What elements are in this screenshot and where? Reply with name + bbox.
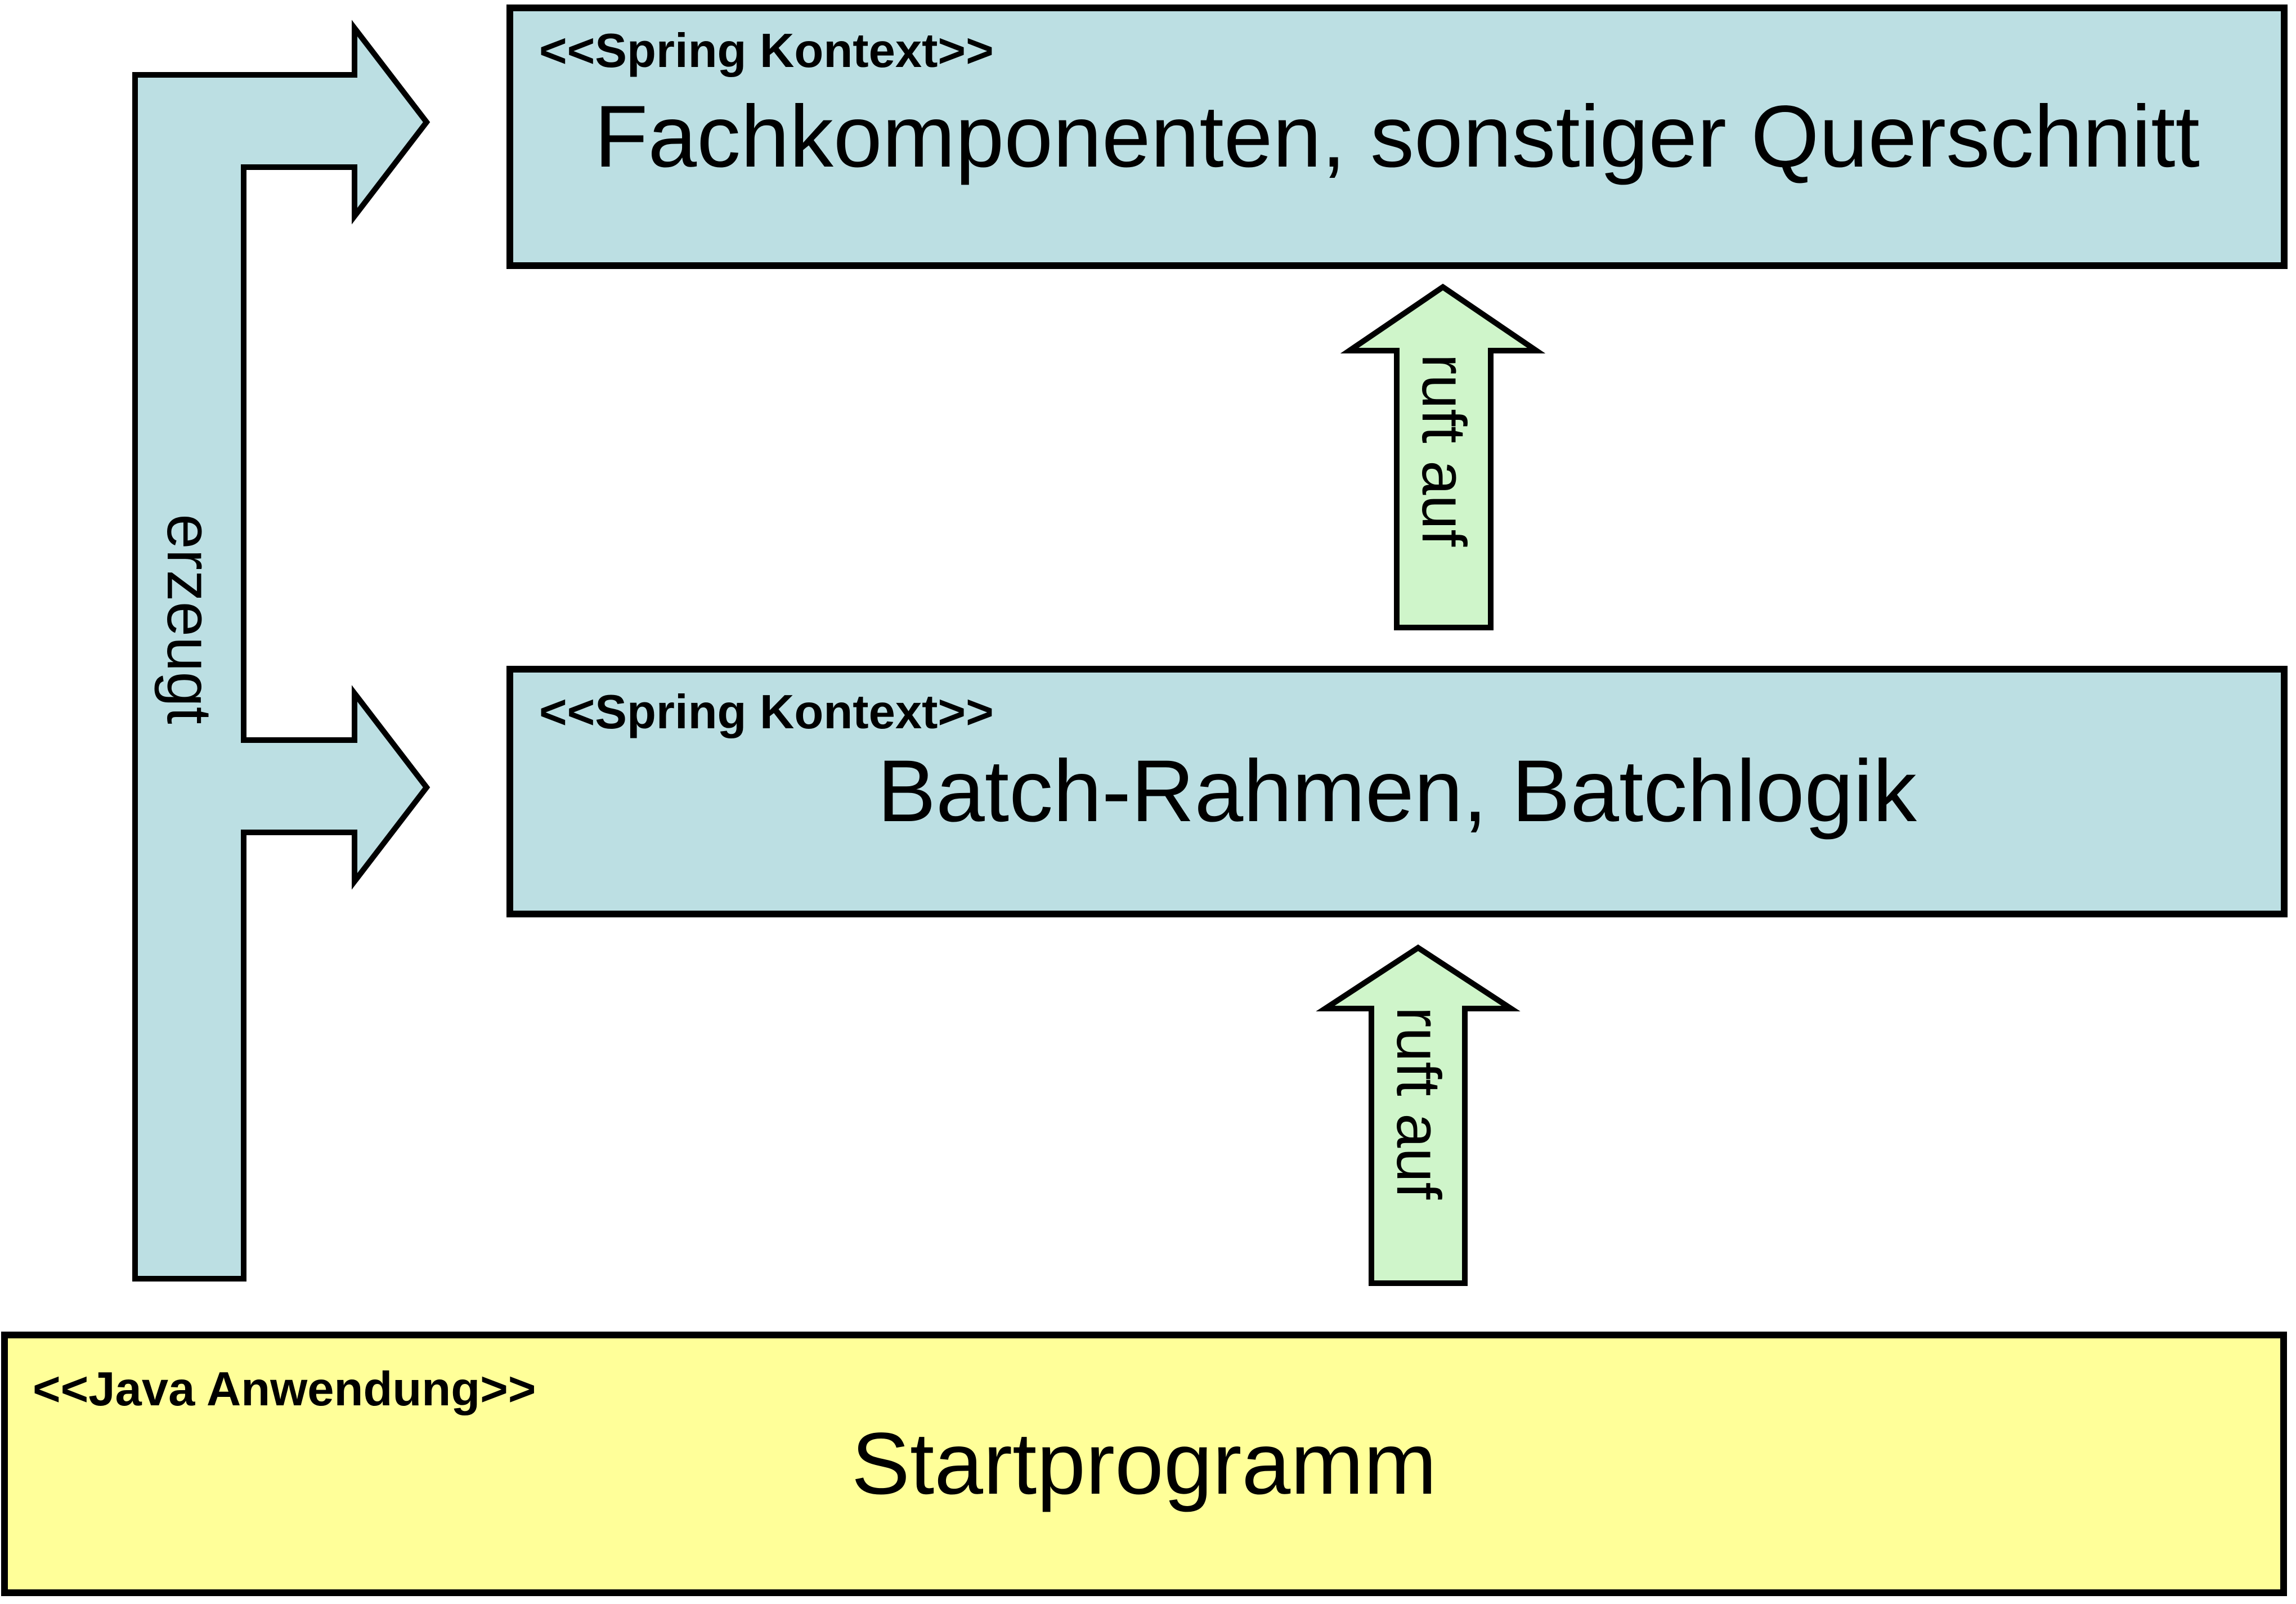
erzeugt-arrow-label: erzeugt <box>154 514 225 724</box>
box-title: Startprogramm <box>851 1414 1437 1513</box>
spring-kontext-batchrahmen-box: <<Spring Kontext>> Batch-Rahmen, Batchlo… <box>506 666 2288 917</box>
spring-kontext-fachkomponenten-box: <<Spring Kontext>> Fachkomponenten, sons… <box>506 5 2288 269</box>
ruft-auf-lower-arrow-icon <box>1316 944 1521 1286</box>
java-anwendung-startprogramm-box: <<Java Anwendung>> Startprogramm <box>1 1332 2287 1596</box>
box-title: Batch-Rahmen, Batchlogik <box>877 742 1917 840</box>
ruft-auf-upper-arrow-icon <box>1340 283 1546 630</box>
erzeugt-arrow-icon <box>132 20 430 1282</box>
stereotype-label: <<Spring Kontext>> <box>539 24 994 78</box>
box-title: Fachkomponenten, sonstiger Querschnitt <box>594 87 2200 186</box>
stereotype-label: <<Spring Kontext>> <box>539 685 994 739</box>
ruft-auf-lower-arrow-label: ruft auf <box>1384 1006 1453 1200</box>
stereotype-label: <<Java Anwendung>> <box>33 1363 536 1416</box>
ruft-auf-upper-arrow-label: ruft auf <box>1409 353 1478 547</box>
